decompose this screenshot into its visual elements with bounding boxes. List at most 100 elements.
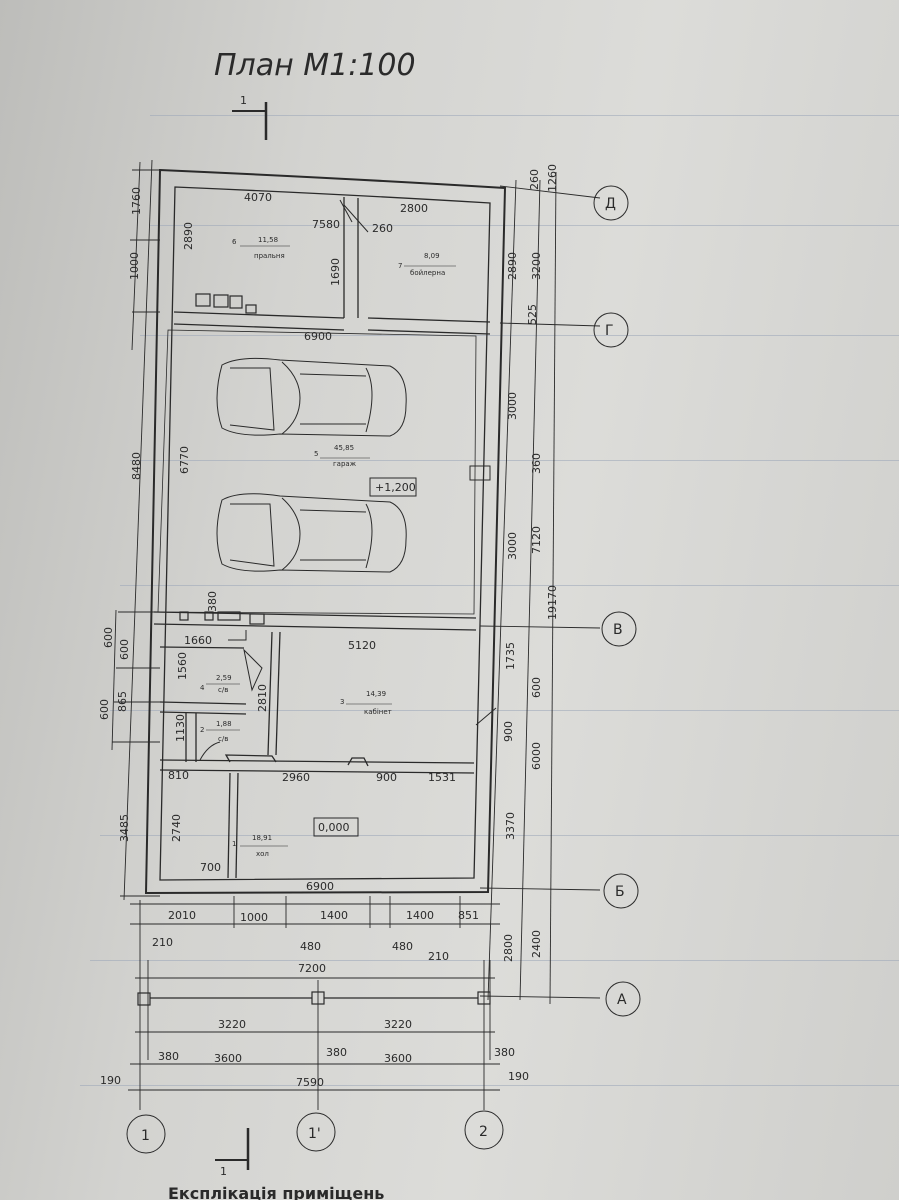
car-top-icon [216,357,407,437]
columns-axis-a [137,991,491,1006]
interior-walls [153,197,491,879]
level-mark-garage: +1,200 [369,477,417,497]
left-dimension-lines [111,159,160,901]
svg-text:4: 4 [200,684,205,692]
svg-text:525: 525 [526,304,539,325]
dim: 4070 [244,191,272,204]
svg-text:В: В [613,622,623,638]
bottom-dimensions: 2010 1000 1400 1400 851 210 480 480 210 … [100,909,529,1089]
section-label: 1 [240,94,247,107]
svg-text:1000: 1000 [240,911,268,924]
svg-text:7200: 7200 [298,962,326,975]
dim: 900 [376,771,397,784]
svg-text:190: 190 [508,1070,529,1083]
svg-text:380: 380 [326,1046,347,1059]
svg-text:с/в: с/в [218,735,228,743]
room-label-boiler: 7 8,09 бойлерна [398,252,456,277]
svg-text:А: А [617,992,627,1008]
svg-text:360: 360 [530,453,543,474]
svg-text:1260: 1260 [546,164,559,192]
svg-text:с/в: с/в [218,686,228,694]
svg-text:11,58: 11,58 [258,236,278,244]
svg-text:6: 6 [232,238,237,246]
svg-text:480: 480 [300,940,321,953]
svg-text:7: 7 [398,262,402,270]
svg-text:3220: 3220 [384,1018,412,1031]
svg-text:260: 260 [528,169,541,190]
svg-text:1000: 1000 [128,252,141,280]
boiler-equipment [179,293,265,625]
svg-text:7120: 7120 [530,526,543,554]
axis-bubble-2: 2 [464,1110,504,1150]
svg-text:7590: 7590 [296,1076,324,1089]
svg-text:1,88: 1,88 [216,720,232,728]
right-dimension-lines [479,171,601,1005]
garage-outline [157,329,477,615]
ruled-line [140,335,899,336]
svg-text:1': 1' [308,1126,321,1142]
room-label-office: 3 14,39 кабінет [340,690,392,716]
section-mark-top: 1 [232,94,268,140]
room-label-hall: 1 18,91 хол [232,834,288,858]
svg-text:бойлерна: бойлерна [410,269,445,277]
dim: 2810 [256,684,269,712]
svg-text:8,09: 8,09 [424,252,440,260]
svg-text:пральня: пральня [254,252,285,260]
svg-text:Б: Б [615,884,625,900]
svg-text:14,39: 14,39 [366,690,386,698]
plan-title: План М1:100 [214,48,416,83]
svg-text:1400: 1400 [406,909,434,922]
svg-text:1400: 1400 [320,909,348,922]
svg-text:190: 190 [100,1074,121,1087]
dim: 1560 [176,652,189,680]
dim: 2890 [182,222,195,250]
svg-text:3000: 3000 [506,532,519,560]
svg-text:кабінет: кабінет [364,708,392,716]
svg-text:851: 851 [458,909,479,922]
svg-text:2890: 2890 [506,252,519,280]
svg-text:0,000: 0,000 [318,821,350,834]
dim: 6900 [304,330,332,343]
interior-dimensions: 4070 2800 7580 260 2890 1690 6900 6770 3… [168,191,456,893]
svg-text:1735: 1735 [504,642,517,670]
dim: 1660 [184,634,212,647]
dim: 6770 [178,446,191,474]
axis-bubble-a: А [605,981,641,1017]
svg-text:1760: 1760 [130,187,143,215]
svg-text:2800: 2800 [502,934,515,962]
svg-text:210: 210 [428,950,449,963]
svg-text:2010: 2010 [168,909,196,922]
ruled-line [80,1085,899,1086]
dim: 260 [372,222,393,235]
svg-text:Д: Д [605,196,616,212]
dim: 6900 [306,880,334,893]
axis-bubble-1: 1 [126,1114,166,1154]
car-bottom-icon [216,493,407,573]
room-label-garage: 5 45,85 гараж [314,444,370,468]
ruled-line [130,460,899,461]
svg-text:210: 210 [152,936,173,949]
svg-text:5: 5 [314,450,318,458]
left-dimensions: 1760 1000 8480 600 600 865 600 3485 [98,187,143,842]
dim: 810 [168,769,189,782]
section-mark-bottom: 1 [215,1128,250,1178]
dim: 2740 [170,814,183,842]
svg-text:19170: 19170 [546,585,559,620]
axis-bubble-g: Г [593,312,629,348]
svg-text:45,85: 45,85 [334,444,354,452]
svg-text:8480: 8480 [130,452,143,480]
room-label-laundry: 6 11,58 пральня [232,236,290,260]
svg-text:3220: 3220 [218,1018,246,1031]
svg-text:865: 865 [116,691,129,712]
dim: 1690 [329,258,342,286]
svg-text:1: 1 [141,1128,150,1144]
svg-text:600: 600 [118,639,131,660]
outer-walls [144,168,507,895]
svg-text:380: 380 [158,1050,179,1063]
ruled-line [150,225,899,226]
svg-text:3370: 3370 [504,812,517,840]
svg-text:3485: 3485 [118,814,131,842]
svg-text:1: 1 [232,840,236,848]
svg-text:3200: 3200 [530,252,543,280]
right-dimensions: 260 1260 2890 3200 525 3000 360 7120 300… [502,164,559,962]
